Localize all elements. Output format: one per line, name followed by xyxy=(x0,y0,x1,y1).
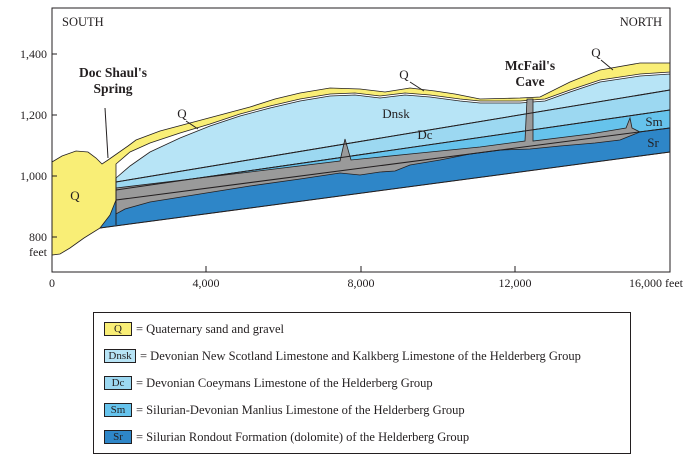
legend-item-dnsk: Dnsk = Devonian New Scotland Limestone a… xyxy=(104,348,581,364)
unit-label-dnsk: Dnsk xyxy=(382,106,410,121)
y-tick-label: 800 xyxy=(29,230,47,244)
legend-text: = Silurian-Devonian Manlius Limestone of… xyxy=(136,402,465,417)
y-tick-label: 1,400 xyxy=(20,47,47,61)
legend-text: = Silurian Rondout Formation (dolomite) … xyxy=(136,429,470,444)
cave-label-line1: McFail's xyxy=(505,58,555,73)
unit-label-q: Q xyxy=(591,45,601,60)
unit-label-dc: Dc xyxy=(417,127,432,142)
legend-swatch: Sr xyxy=(104,430,132,444)
x-tick-label: 0 xyxy=(49,276,55,290)
q-leader-line xyxy=(600,59,614,71)
y-tick-label: 1,200 xyxy=(20,108,47,122)
legend-swatch: Dc xyxy=(104,376,132,390)
y-axis-ticks xyxy=(52,53,57,238)
x-tick-label: 12,000 xyxy=(499,276,532,290)
x-axis-ticks xyxy=(51,266,671,272)
legend-text: = Quaternary sand and gravel xyxy=(136,321,284,336)
q-leader-line xyxy=(185,120,199,130)
legend-item-sm: Sm = Silurian-Devonian Manlius Limestone… xyxy=(104,402,465,418)
unit-label-sr: Sr xyxy=(647,135,659,150)
spring-label-line2: Spring xyxy=(93,81,132,96)
cave-label-line2: Cave xyxy=(515,74,544,89)
direction-label-north: NORTH xyxy=(620,15,662,29)
q-leader-line xyxy=(409,81,425,92)
spring-label-line1: Doc Shaul's xyxy=(79,65,147,80)
x-tick-label: 4,000 xyxy=(193,276,220,290)
legend-text: = Devonian Coeymans Limestone of the Hel… xyxy=(136,375,433,390)
unit-label-q: Q xyxy=(70,188,80,203)
legend-text: = Devonian New Scotland Limestone and Ka… xyxy=(140,348,581,363)
cave-passage xyxy=(115,98,641,215)
unit-label-sm: Sm xyxy=(645,114,662,129)
y-tick-label: 1,000 xyxy=(20,169,47,183)
spring-leader-line xyxy=(104,107,109,159)
direction-label-south: SOUTH xyxy=(62,15,104,29)
x-tick-label: 16,000 feet xyxy=(629,276,684,290)
legend-swatch: Q xyxy=(104,322,132,336)
geologic-layers xyxy=(51,62,671,256)
y-unit-label: feet xyxy=(29,245,48,259)
unit-label-q: Q xyxy=(399,67,409,82)
legend-item-dc: Dc = Devonian Coeymans Limestone of the … xyxy=(104,375,433,391)
legend-swatch: Dnsk xyxy=(104,349,136,363)
x-tick-label: 8,000 xyxy=(348,276,375,290)
legend: Q = Quaternary sand and gravel Dnsk = De… xyxy=(93,312,631,454)
legend-item-q: Q = Quaternary sand and gravel xyxy=(104,321,284,337)
dnsk-layer xyxy=(115,73,671,183)
legend-swatch: Sm xyxy=(104,403,132,417)
unit-label-q: Q xyxy=(177,106,187,121)
legend-item-sr: Sr = Silurian Rondout Formation (dolomit… xyxy=(104,429,469,445)
contact-lines xyxy=(99,89,671,229)
